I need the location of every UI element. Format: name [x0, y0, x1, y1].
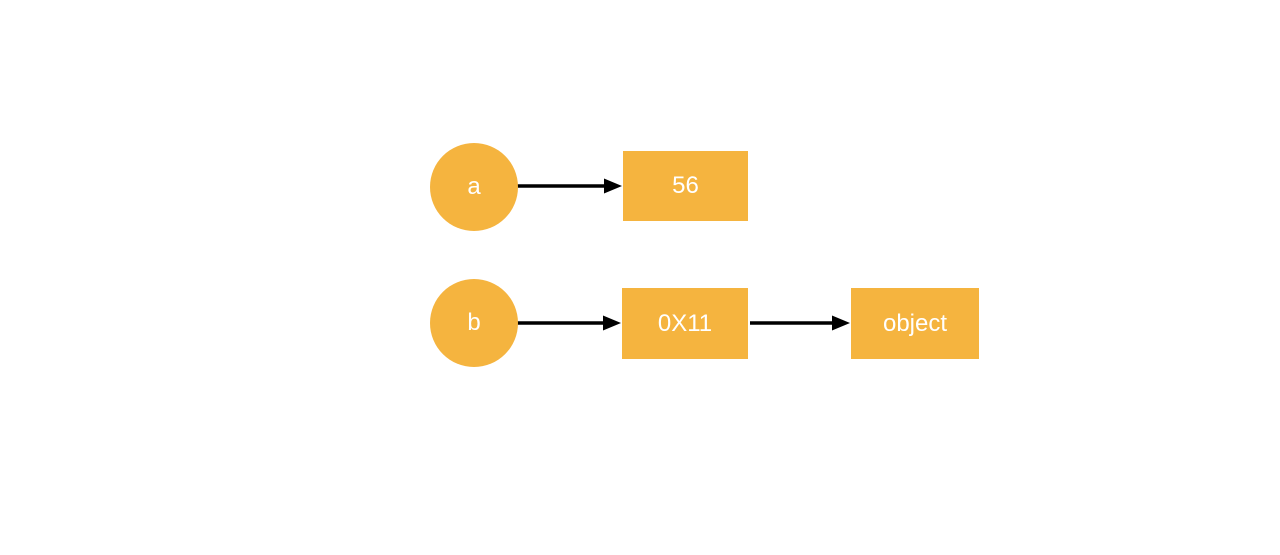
- node-value-56: 56: [623, 151, 748, 221]
- node-object: object: [851, 288, 979, 359]
- node-variable-a-label: a: [467, 173, 481, 200]
- node-object-label: object: [882, 309, 948, 337]
- node-address-0x11: 0X11: [622, 288, 748, 359]
- arrow-head-icon: [832, 315, 850, 331]
- node-variable-b-label: b: [467, 309, 481, 336]
- node-value-56-label: 56: [672, 172, 699, 199]
- node-variable-b: b: [430, 279, 518, 367]
- arrow-a-to-value56-icon: [517, 178, 622, 194]
- arrow-b-to-address-icon: [517, 315, 621, 331]
- node-address-0x11-label: 0X11: [657, 309, 713, 337]
- arrow-head-icon: [603, 315, 621, 331]
- arrow-address-to-object-icon: [750, 315, 850, 331]
- node-variable-a: a: [430, 143, 518, 231]
- arrow-head-icon: [604, 178, 622, 194]
